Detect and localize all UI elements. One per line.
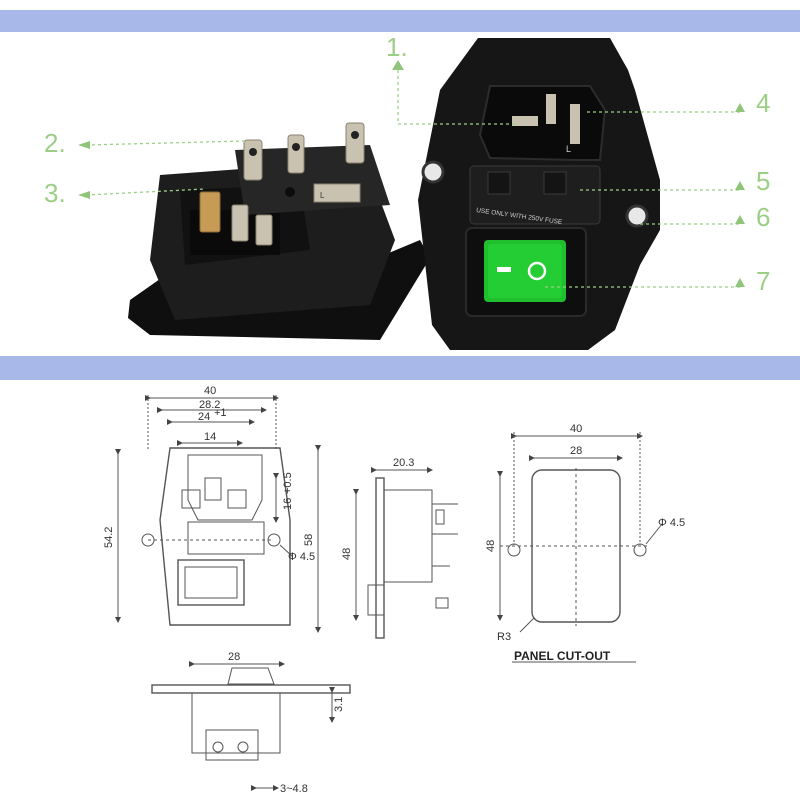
dim-front-width-inner: 24: [198, 411, 210, 423]
product-photo-illustration: [78, 38, 745, 350]
dim-cutout-height: 48: [485, 540, 497, 552]
dim-front-width-14: 14: [204, 431, 216, 443]
technical-drawing: 40 28.2 24 +1 14 54.2 58 16 +0.5 Φ 4.5 2…: [103, 385, 685, 795]
dim-side-depth: 20.3: [393, 457, 414, 469]
dim-bottom-3-1: 3.1: [333, 697, 345, 712]
dim-bottom-3-48: 3~4.8: [280, 783, 308, 795]
dim-cutout-width: 40: [570, 423, 582, 435]
callout-arrowheads: [78, 60, 745, 287]
panel-cutout-title: PANEL CUT-OUT: [514, 649, 611, 663]
front-view-drawing: [115, 395, 321, 633]
technical-drawing-area: 40 28.2 24 +1 14 54.2 58 16 +0.5 Φ 4.5 2…: [0, 380, 800, 800]
dim-front-height-58: 58: [303, 534, 315, 546]
dim-cutout-radius: R3: [497, 631, 511, 643]
rear-view-socket: [128, 122, 430, 340]
middle-divider-band: [0, 356, 800, 380]
dim-front-pin-16: 16: [282, 498, 294, 510]
side-view-drawing: [353, 467, 458, 639]
dim-front-hole: Φ 4.5: [288, 551, 315, 563]
dim-cutout-hole: Φ 4.5: [658, 517, 685, 529]
dim-bottom-width: 28: [228, 651, 240, 663]
product-photo-area: 1. 2. 3. 4 5 6 7 USE ONLY WITH 250V FUSE…: [0, 32, 800, 356]
dim-front-pin-tol: +0.5: [282, 472, 294, 494]
bottom-view-drawing: [151, 661, 351, 791]
dim-cutout-inner: 28: [570, 445, 582, 457]
top-divider-band: [0, 10, 800, 32]
callout-leader-lines: [85, 70, 742, 288]
dim-front-width-outer: 40: [204, 385, 216, 397]
panel-cutout-drawing: [497, 432, 663, 663]
front-view-socket: [418, 38, 660, 350]
dim-front-width-mid: 28.2: [199, 399, 220, 411]
dim-side-height: 48: [341, 548, 353, 560]
dim-front-width-inner-tol: +1: [214, 407, 227, 419]
dim-front-height-total: 54.2: [103, 527, 115, 548]
